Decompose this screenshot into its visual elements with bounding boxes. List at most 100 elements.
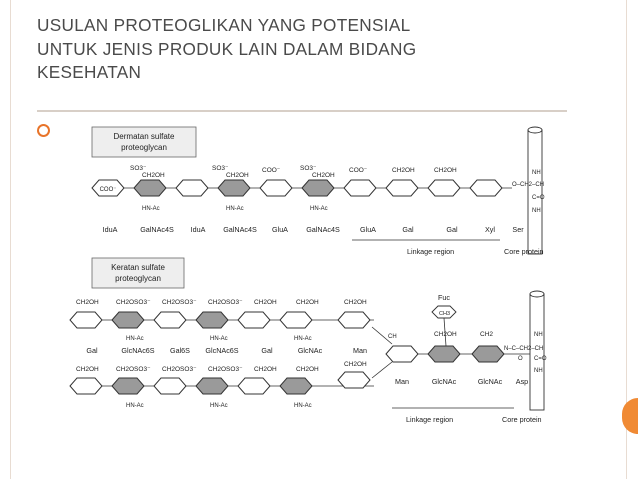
core-protein-cylinder-2 [529, 290, 545, 411]
svg-text:CH2OH: CH2OH [344, 361, 367, 368]
title-line-1: USULAN PROTEOGLIKAN YANG POTENSIAL [37, 15, 411, 35]
svg-text:Asp: Asp [516, 377, 528, 386]
svg-text:HN-Ac: HN-Ac [226, 206, 244, 212]
branch-ch2: CH2 [480, 331, 493, 338]
fuc-label: Fuc [438, 293, 450, 302]
ser-chain: NH O–CH2–CH C=O NH [512, 170, 545, 214]
svg-text:CH2OH: CH2OH [254, 299, 277, 306]
slide-title: USULAN PROTEOGLIKAN YANG POTENSIAL UNTUK… [37, 14, 549, 85]
asp-chain: NH N–C–CH2–CH O C=O NH [504, 332, 547, 374]
svg-text:HN-Ac: HN-Ac [210, 403, 228, 409]
svg-text:IduA: IduA [103, 225, 118, 234]
svg-text:HN-Ac: HN-Ac [294, 336, 312, 342]
svg-text:C=O: C=O [534, 356, 547, 362]
slide-frame [10, 0, 627, 479]
svg-text:GlcNAc: GlcNAc [478, 377, 503, 386]
fucose-ring [431, 305, 457, 319]
svg-text:HN-Ac: HN-Ac [126, 403, 144, 409]
keratan-sugar-names-1: Gal GlcNAc6S Gal6S GlcNAc6S Gal GlcNAc M… [86, 346, 367, 355]
core-protein-cylinder-1 [527, 126, 543, 255]
orange-tab-shape [622, 398, 638, 434]
svg-text:GlcNAc: GlcNAc [432, 377, 457, 386]
svg-text:HN-Ac: HN-Ac [310, 206, 328, 212]
svg-text:GalNAc4S: GalNAc4S [306, 225, 340, 234]
svg-text:CH2OH: CH2OH [254, 366, 277, 373]
keratan-top-row-2: CH2OH CH2OSO3⁻ CH2OSO3⁻ CH2OSO3⁻ CH2OH C… [76, 361, 367, 373]
dermatan-top-labels: SO3⁻ CH2OH SO3⁻ CH2OH COO⁻ SO3⁻ CH2OH CO… [130, 165, 457, 179]
svg-text:CH2OH: CH2OH [392, 167, 415, 174]
coo-label: COO⁻ [100, 187, 117, 193]
svg-text:N–C–CH2–CH: N–C–CH2–CH [504, 346, 543, 352]
svg-text:Gal: Gal [261, 346, 273, 355]
svg-text:CH2OH: CH2OH [76, 366, 99, 373]
svg-text:CH2OH: CH2OH [226, 172, 249, 179]
title-divider [37, 110, 567, 112]
ch-label: CH [388, 334, 397, 340]
svg-text:O–CH2–CH: O–CH2–CH [512, 182, 544, 188]
svg-text:CH2OH: CH2OH [142, 172, 165, 179]
title-line-2: UNTUK JENIS PRODUK LAIN DALAM BIDANG [37, 38, 417, 59]
svg-text:O: O [518, 356, 523, 362]
linkage-core-rings [385, 345, 505, 363]
keratan-linkage-label: Linkage region [406, 415, 453, 424]
svg-text:CH2OSO3⁻: CH2OSO3⁻ [208, 299, 243, 306]
keratan-label-box [91, 257, 185, 289]
svg-text:CH2OSO3⁻: CH2OSO3⁻ [116, 366, 151, 373]
svg-text:Gal: Gal [402, 225, 414, 234]
svg-text:CH2OH: CH2OH [76, 299, 99, 306]
svg-text:CH2OSO3⁻: CH2OSO3⁻ [116, 299, 151, 306]
svg-text:CH2OH: CH2OH [312, 172, 335, 179]
keratan-hnac-2: HN-Ac HN-Ac HN-Ac [126, 403, 312, 409]
svg-text:GluA: GluA [272, 225, 288, 234]
keratan-top-row-1: CH2OH CH2OSO3⁻ CH2OSO3⁻ CH2OSO3⁻ CH2OH C… [76, 299, 367, 306]
keratan-label-2: proteoglycan [115, 274, 161, 283]
svg-text:CH2OSO3⁻: CH2OSO3⁻ [208, 366, 243, 373]
svg-text:IduA: IduA [191, 225, 206, 234]
svg-text:Man: Man [395, 377, 409, 386]
svg-text:SO3⁻: SO3⁻ [130, 165, 147, 172]
svg-text:SO3⁻: SO3⁻ [300, 165, 317, 172]
svg-text:Ser: Ser [512, 225, 524, 234]
svg-text:Gal: Gal [86, 346, 98, 355]
svg-text:C=O: C=O [532, 195, 545, 201]
dermatan-label-1: Dermatan sulfate [114, 132, 175, 141]
svg-text:Man: Man [353, 346, 367, 355]
svg-text:NH: NH [534, 332, 543, 338]
svg-text:GalNAc4S: GalNAc4S [223, 225, 257, 234]
svg-text:CH2OH: CH2OH [296, 366, 319, 373]
keratan-chain-2 [69, 371, 371, 395]
keratan-core-label: Core protein [502, 415, 542, 424]
svg-text:HN-Ac: HN-Ac [126, 336, 144, 342]
svg-text:GalNAc4S: GalNAc4S [140, 225, 174, 234]
svg-text:CH2OH: CH2OH [344, 299, 367, 306]
svg-text:COO⁻: COO⁻ [349, 167, 368, 174]
dermatan-sugar-names: IduA GalNAc4S IduA GalNAc4S GluA GalNAc4… [103, 225, 525, 234]
proteoglycan-diagram: Dermatan sulfate proteoglycan COO⁻ SO3⁻ … [69, 126, 547, 424]
svg-text:CH2OH: CH2OH [434, 167, 457, 174]
dermatan-label-2: proteoglycan [121, 143, 167, 152]
title-line-3: KESEHATAN [37, 62, 142, 82]
svg-text:COO⁻: COO⁻ [262, 167, 281, 174]
svg-text:CH2OH: CH2OH [296, 299, 319, 306]
dermatan-label-box [91, 126, 197, 158]
dermatan-linkage-label: Linkage region [407, 247, 454, 256]
keratan-hnac-1: HN-Ac HN-Ac HN-Ac [126, 336, 312, 342]
svg-text:GluA: GluA [360, 225, 376, 234]
svg-text:CH2OSO3⁻: CH2OSO3⁻ [162, 366, 197, 373]
svg-text:HN-Ac: HN-Ac [210, 336, 228, 342]
dermatan-core-label: Core protein [504, 247, 544, 256]
ch3-label: CH3 [439, 311, 450, 317]
svg-text:GlcNAc6S: GlcNAc6S [205, 346, 238, 355]
svg-text:GlcNAc6S: GlcNAc6S [121, 346, 154, 355]
keratan-sugar-names-2: Man GlcNAc GlcNAc Asp [395, 377, 528, 386]
branch-ch2oh: CH2OH [434, 331, 457, 338]
svg-text:Gal: Gal [446, 225, 458, 234]
svg-text:NH: NH [534, 368, 543, 374]
svg-text:Gal6S: Gal6S [170, 346, 190, 355]
svg-text:SO3⁻: SO3⁻ [212, 165, 229, 172]
svg-text:CH2OSO3⁻: CH2OSO3⁻ [162, 299, 197, 306]
dermatan-hnac: HN-Ac HN-Ac HN-Ac [142, 206, 328, 212]
svg-text:GlcNAc: GlcNAc [298, 346, 323, 355]
svg-text:Xyl: Xyl [485, 225, 495, 234]
svg-text:HN-Ac: HN-Ac [294, 403, 312, 409]
